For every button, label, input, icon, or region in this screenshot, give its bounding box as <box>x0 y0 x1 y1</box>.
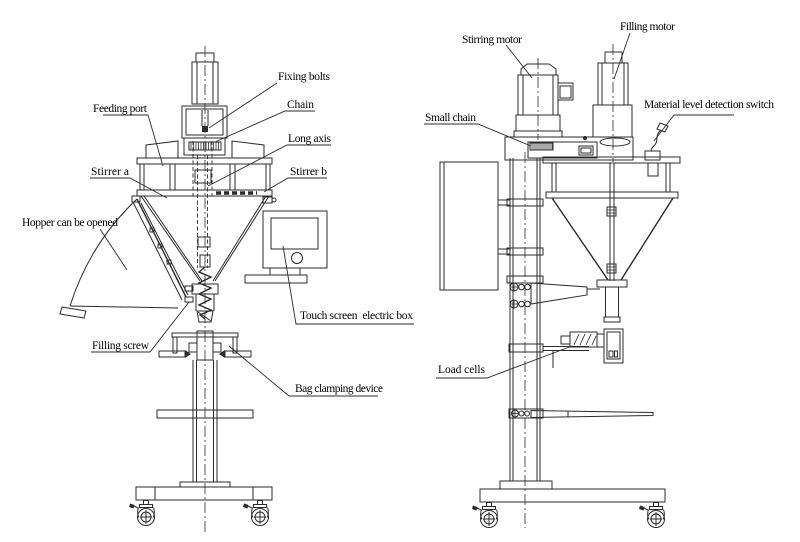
caster-wheel <box>128 499 155 526</box>
side-platform <box>504 136 634 161</box>
leader-chain <box>214 110 315 143</box>
label-fixing-bolts: Fixing bolts <box>278 71 331 83</box>
label-feeding-port: Feeding port <box>93 103 148 115</box>
leader-lines <box>90 32 734 397</box>
side-view-drawing <box>439 44 681 528</box>
leader-stirrer-a <box>90 177 168 199</box>
leader-feeding-port <box>103 114 164 167</box>
touch-screen <box>270 217 319 250</box>
side-view-labels: Stirring motor Filling motor Small chain… <box>425 21 774 376</box>
label-bag-clamping-device: Bag clamping device <box>295 383 383 395</box>
front-chain-housing <box>183 137 226 156</box>
bag-clamping-device <box>158 330 252 361</box>
front-shelf <box>156 409 254 419</box>
label-touch-screen-electric-box: Touch screen electric box <box>300 310 413 322</box>
leader-filling-motor <box>613 32 631 80</box>
label-material-level-detection-switch: Material level detection switch <box>644 99 774 111</box>
side-hopper <box>542 156 681 323</box>
front-stand <box>128 360 273 526</box>
leader-stirring-motor <box>505 44 533 79</box>
leader-fixing-bolts <box>208 82 278 129</box>
caster-wheel <box>242 499 269 526</box>
front-hopper-cone <box>140 195 277 282</box>
stirring-motor <box>513 63 574 138</box>
side-support-arm <box>508 408 654 419</box>
front-view-drawing <box>59 46 328 532</box>
opened-hopper-door <box>59 195 189 319</box>
filling-screw-outlet <box>184 266 219 323</box>
label-long-axis: Long axis <box>288 133 332 145</box>
label-small-chain: Small chain <box>425 112 476 124</box>
label-filling-screw: Filling screw <box>92 340 150 352</box>
front-view-labels: Feeding port Fixing bolts Chain Long axi… <box>22 71 413 395</box>
leader-hopper-door <box>99 228 128 271</box>
leader-touch-screen <box>282 245 414 325</box>
load-cells-assembly <box>508 328 624 368</box>
leader-long-axis <box>207 144 331 187</box>
front-stirrer-body <box>136 157 273 197</box>
filling-motor <box>592 51 633 138</box>
label-hopper-can-be-opened: Hopper can be opened <box>22 217 118 229</box>
leader-small-chain <box>424 123 532 147</box>
side-column <box>497 158 544 481</box>
label-load-cells: Load cells <box>438 364 486 376</box>
front-gearbox <box>181 105 228 139</box>
touch-screen-box <box>244 210 328 284</box>
small-chain <box>529 142 554 151</box>
material-level-switch <box>644 122 669 177</box>
label-chain: Chain <box>287 99 314 111</box>
front-drive-motor <box>191 52 219 105</box>
fixing-bolt <box>202 126 208 132</box>
leader-filling-screw <box>91 301 190 353</box>
bolted-bracket-arm <box>509 282 600 309</box>
leader-bag-clamp <box>228 345 378 397</box>
side-stand <box>471 480 666 528</box>
label-stirrer-a: Stirrer a <box>91 166 129 178</box>
leader-load-cells <box>436 345 573 379</box>
label-stirrer-b: Stirrer b <box>290 166 327 178</box>
caster-wheel <box>471 501 498 528</box>
caster-wheel <box>638 501 665 528</box>
control-knob <box>291 252 303 264</box>
electric-box-side-panel <box>439 161 499 291</box>
leader-stirrer-b <box>263 177 327 193</box>
label-stirring-motor: Stirring motor <box>462 34 522 46</box>
leader-material-switch <box>653 114 734 142</box>
label-filling-motor: Filling motor <box>620 21 675 33</box>
long-axis-shaft <box>192 141 213 268</box>
